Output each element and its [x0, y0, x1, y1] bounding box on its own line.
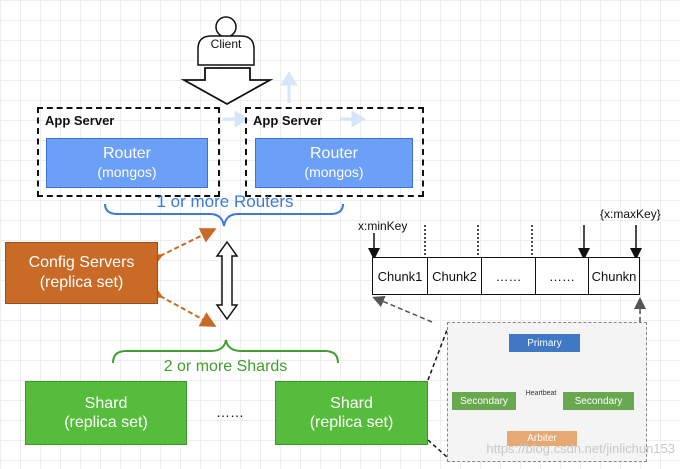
router-subtitle: (mongos) — [304, 164, 364, 180]
shard-title: Shard — [84, 395, 128, 412]
chunk-cell: Chunk2 — [428, 258, 482, 294]
chunk-cell: …… — [482, 258, 536, 294]
chunk-cell: …… — [536, 258, 589, 294]
shard-to-panel-top — [427, 329, 448, 381]
shard-to-panel-bottom — [427, 439, 448, 458]
faint-request-arrows — [223, 71, 366, 128]
router-shard-double-arrow — [215, 240, 239, 321]
shard-title: Shard — [330, 395, 373, 412]
user-icon — [197, 16, 255, 66]
config-subtitle: (replica set) — [39, 274, 124, 291]
router-1: Router (mongos) — [46, 138, 208, 188]
rs-primary: Primary — [509, 334, 580, 352]
app-server-2: App Server — [245, 107, 424, 197]
shard-2: Shard (replica set) — [275, 381, 428, 445]
router-subtitle: (mongos) — [97, 164, 157, 180]
shard-1: Shard (replica set) — [25, 381, 187, 445]
client-node: Client — [193, 8, 259, 68]
rs-heartbeat-label: Heartbeat — [525, 390, 557, 397]
max-key-label: {x:maxKey} — [600, 207, 661, 221]
chunk-cell: Chunkn — [591, 268, 637, 284]
rs-arbiter: Arbiter — [507, 431, 577, 446]
router-title: Router — [309, 145, 359, 162]
chunk-to-panel-left — [372, 295, 433, 323]
routers-brace-label: 1 or more Routers — [156, 192, 294, 211]
client-request-arrow — [180, 67, 274, 106]
shards-brace-label: 2 or more Shards — [163, 358, 288, 375]
shards-brace — [112, 339, 339, 364]
shard-subtitle: (replica set) — [64, 414, 148, 431]
shard-ellipsis: …… — [216, 404, 244, 420]
rs-secondary-2: Secondary — [563, 392, 634, 410]
config-servers: Config Servers (replica set) — [5, 242, 158, 304]
router-title: Router — [102, 145, 152, 162]
config-title: Config Servers — [28, 254, 135, 271]
client-label: Client — [210, 37, 242, 51]
config-arrow-lower — [145, 283, 217, 327]
chunk-row: Chunk1 Chunk2 …… …… Chunkn — [372, 257, 640, 295]
config-arrow-upper — [145, 228, 217, 269]
chunk-key-markers — [368, 225, 642, 260]
app-server-label: App Server — [253, 113, 323, 128]
routers-brace — [104, 203, 344, 227]
chunk-cell: Chunk1 — [373, 258, 428, 294]
rs-secondary-1: Secondary — [452, 392, 516, 410]
shard-subtitle: (replica set) — [309, 414, 394, 431]
min-key-label: x:minKey — [358, 219, 408, 233]
router-2: Router (mongos) — [255, 138, 413, 188]
app-server-1: App Server — [37, 107, 220, 197]
watermark: https://blog.csdn.net/jinlichun153 — [486, 441, 675, 456]
app-server-label: App Server — [45, 113, 115, 128]
